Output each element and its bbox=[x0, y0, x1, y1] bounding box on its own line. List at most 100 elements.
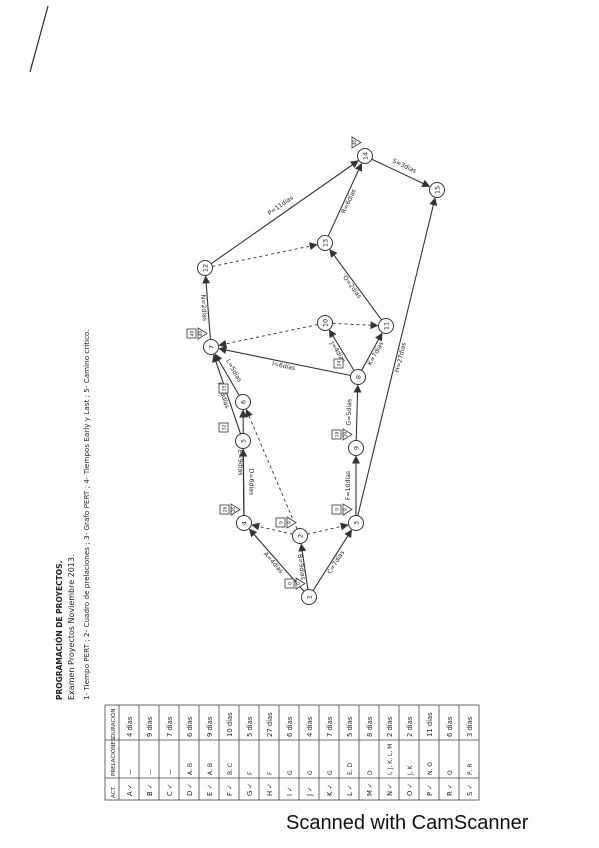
dummy-activity-arrow bbox=[332, 321, 379, 330]
table-cell: K ✓ bbox=[326, 784, 334, 796]
table-cell: — bbox=[127, 769, 134, 775]
table-cell: S ✓ bbox=[466, 784, 474, 796]
early-time: 32 bbox=[222, 425, 228, 431]
table-cell: — bbox=[167, 769, 174, 775]
table-cell: G bbox=[287, 770, 294, 775]
table-header-cell: PRELACIONES bbox=[111, 737, 117, 776]
activity-label: R=6días bbox=[340, 188, 358, 215]
header: PROGRAMACIÓN DE PROYECTOS. Examen Proyec… bbox=[55, 329, 91, 700]
table-cell: A ✓ bbox=[126, 783, 134, 796]
activity-label: S=3días bbox=[391, 157, 418, 175]
last-time: 9 bbox=[287, 521, 292, 524]
node-number: 8 bbox=[355, 375, 363, 379]
table-cell: O ✓ bbox=[406, 783, 414, 796]
table-cell: G bbox=[327, 770, 334, 775]
dummy-activity-arrow bbox=[307, 522, 349, 535]
last-time: 26 bbox=[231, 507, 236, 513]
activity-label: A=4días bbox=[262, 550, 285, 575]
activity-label: N=2días bbox=[199, 294, 209, 321]
last-time: 46 bbox=[352, 140, 357, 146]
activity-arrow bbox=[329, 249, 383, 321]
node-number: 6 bbox=[240, 400, 248, 404]
table-cell: C ✓ bbox=[166, 783, 174, 796]
event-node: 12 bbox=[197, 260, 213, 276]
last-time-triangle: 9 bbox=[342, 503, 353, 516]
table-cell: 8 días bbox=[366, 716, 374, 737]
table-cell: I ✓ bbox=[286, 786, 294, 796]
node-number: 12 bbox=[202, 264, 210, 272]
table-cell: 27 días bbox=[266, 712, 274, 737]
activity-arrow bbox=[298, 543, 309, 590]
event-node: 532 bbox=[218, 422, 251, 449]
activity-arrow bbox=[312, 529, 352, 591]
activity-label: O=2días bbox=[341, 274, 363, 300]
node-number: 13 bbox=[322, 239, 330, 247]
table-cell: R ✓ bbox=[446, 783, 454, 796]
table-cell: D ✓ bbox=[186, 783, 194, 796]
header-title: PROGRAMACIÓN DE PROYECTOS. bbox=[55, 560, 64, 700]
pencil-stroke bbox=[29, 5, 49, 73]
node-number: 3 bbox=[353, 521, 361, 525]
node-number: 4 bbox=[241, 521, 249, 525]
early-time-box: 0 bbox=[284, 578, 295, 589]
table-cell: J, K bbox=[407, 764, 414, 776]
table-cell: B, C bbox=[227, 763, 234, 775]
event-node: 15 bbox=[429, 182, 445, 198]
activity-arrow bbox=[218, 346, 351, 377]
event-node: 10 bbox=[317, 315, 333, 331]
early-time: 9 bbox=[335, 508, 341, 511]
table-cell: F bbox=[267, 771, 274, 775]
table-cell: G ✓ bbox=[246, 783, 254, 796]
last-time: 19 bbox=[343, 432, 348, 438]
activity-label: L=5días bbox=[224, 358, 244, 384]
node-number: 2 bbox=[297, 534, 305, 538]
table-cell: 11 días bbox=[426, 712, 434, 737]
dummy-activity-arrow bbox=[245, 408, 298, 530]
table-cell: O bbox=[447, 770, 454, 775]
table-cell: 9 días bbox=[146, 716, 154, 737]
early-time: 19 bbox=[335, 432, 341, 438]
table-cell: — bbox=[147, 769, 154, 775]
early-time: 24 bbox=[337, 361, 343, 367]
table-cell: 7 días bbox=[326, 716, 334, 737]
event-node: 6 35 bbox=[218, 383, 251, 410]
activity-arrow bbox=[210, 160, 359, 265]
activity-label: H=27días bbox=[393, 342, 408, 373]
table-cell: 4 días bbox=[306, 716, 314, 737]
activity-label: D=6días bbox=[247, 469, 255, 496]
dummy-activity-arrow bbox=[212, 242, 318, 267]
table-cell: H ✓ bbox=[266, 783, 274, 796]
table-cell: N ✓ bbox=[386, 783, 394, 796]
activity-label: C=7días bbox=[326, 549, 347, 575]
event-node: 8 24 bbox=[333, 358, 366, 385]
table-header-cell: ACT. bbox=[111, 786, 117, 798]
table-cell: P ✓ bbox=[426, 784, 434, 796]
activity-arrow bbox=[327, 162, 363, 237]
activity-label: F=10días bbox=[344, 471, 352, 500]
event-node: 11 bbox=[378, 318, 394, 334]
table-cell: 5 días bbox=[346, 716, 354, 737]
camscanner-watermark: Scanned with CamScanner bbox=[286, 812, 529, 834]
last-time-triangle: 0 bbox=[295, 577, 306, 590]
early-time: 35 bbox=[222, 386, 228, 392]
table-cell: 2 días bbox=[386, 716, 394, 737]
table-cell: M ✓ bbox=[366, 782, 374, 796]
early-time-box: 40 bbox=[186, 328, 197, 339]
activity-label: B=9días bbox=[296, 553, 308, 580]
table-cell: A, B bbox=[207, 763, 214, 775]
node-number: 11 bbox=[383, 322, 391, 330]
last-time-triangle: 26 bbox=[230, 503, 241, 516]
early-time-box: 32 bbox=[218, 422, 229, 433]
last-time: 40 bbox=[198, 331, 203, 337]
table-cell: E, D bbox=[347, 762, 354, 775]
table-cell: G bbox=[307, 770, 314, 775]
table-cell: 2 días bbox=[406, 716, 414, 737]
event-node: 13 bbox=[317, 235, 333, 251]
node-number: 1 bbox=[306, 595, 314, 599]
table-cell: F ✓ bbox=[226, 784, 234, 796]
